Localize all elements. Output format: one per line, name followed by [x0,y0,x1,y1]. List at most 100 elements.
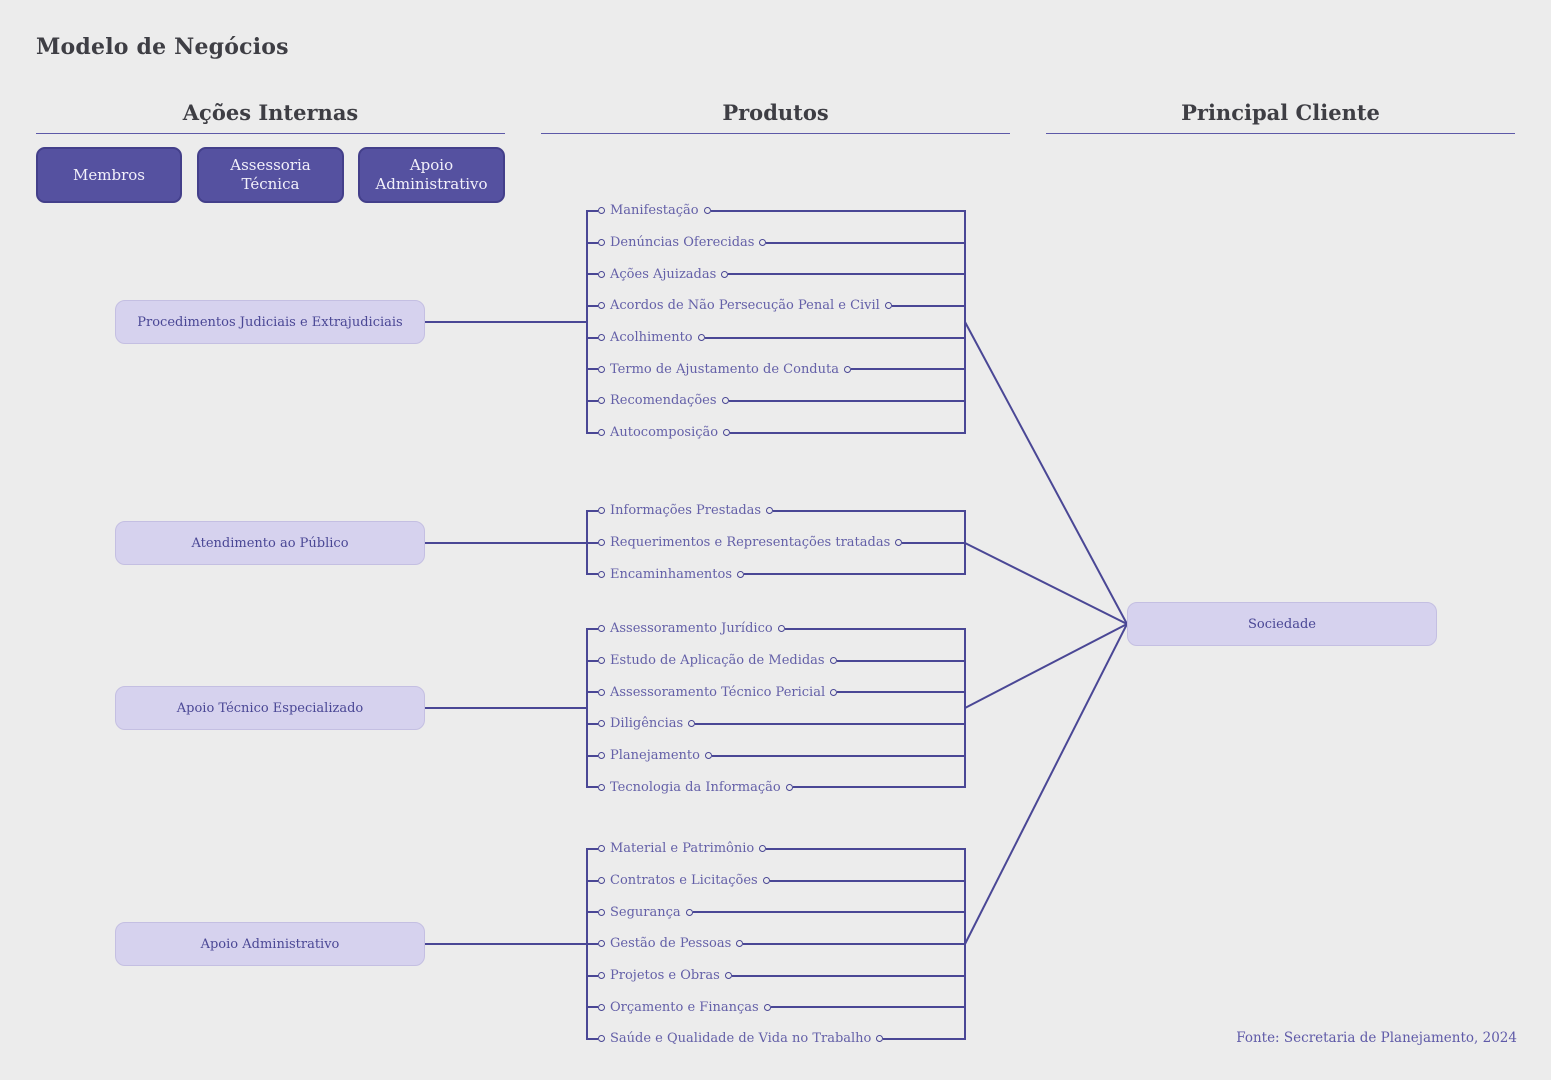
product-label: Acolhimento [610,330,693,346]
product-group-apoio-tecnico: Assessoramento Jurídico Estudo de Aplica… [586,613,966,803]
product-label: Denúncias Oferecidas [610,235,755,251]
connector-tick [586,754,598,757]
connector-tick [586,273,598,276]
connector-dot-right [884,302,892,310]
product-item: Requerimentos e Representações tratadas [586,527,966,559]
connector-line [773,509,966,512]
product-label: Projetos e Obras [610,968,720,984]
product-item: Gestão de Pessoas [586,928,966,960]
connector-dot-left [598,570,605,578]
column-header-main-client: Principal Cliente [1046,100,1515,134]
connector-dot-right [704,752,712,760]
product-item: Contratos e Licitações [586,865,966,897]
product-label: Acordos de Não Persecução Penal e Civil [610,298,880,314]
product-label: Informações Prestadas [610,503,762,519]
connector-tick [586,722,598,725]
connector-dot-left [598,877,605,885]
connector-dot-right [736,940,744,948]
product-label: Assessoramento Jurídico [610,621,773,637]
connector-dot-left [598,302,605,310]
product-label: Planejamento [610,748,700,764]
connector-line [837,691,966,694]
product-label: Gestão de Pessoas [610,936,732,952]
connector-dot-right [685,908,693,916]
connector-tick [586,911,598,914]
connector-dot-left [598,429,605,437]
product-label: Ações Ajuizadas [610,266,717,282]
client-node-sociedade: Sociedade [1127,602,1437,646]
connector-tick [586,209,598,212]
connector-line [710,209,966,212]
connector-line [711,754,966,757]
connector-dot-right [876,1035,884,1043]
connector-dot-right [785,783,793,791]
product-item: Encaminhamentos [586,558,966,590]
connector-dot-right [688,720,696,728]
connector-tick [586,627,598,630]
connector-dot-right [723,429,731,437]
connector-dot-right [777,625,785,633]
process-node-procedimentos: Procedimentos Judiciais e Extrajudiciais [115,300,425,344]
connector-dot-left [598,972,605,980]
connector-apoio-administrativo [425,943,587,945]
product-label: Assessoramento Técnico Pericial [610,684,826,700]
product-item: Autocomposição [586,417,966,449]
product-item: Recomendações [586,385,966,417]
connector-line [784,627,966,630]
product-item: Acordos de Não Persecução Penal e Civil [586,290,966,322]
product-group-apoio-administrativo: Material e Patrimônio Contratos e Licita… [586,833,966,1055]
process-node-apoio-administrativo: Apoio Administrativo [115,922,425,966]
product-label: Recomendações [610,393,717,409]
connector-dot-left [598,507,605,515]
connector-dot-right [762,877,770,885]
connector-line [704,336,966,339]
product-label: Saúde e Qualidade de Vida no Trabalho [610,1031,872,1047]
source-note: Fonte: Secretaria de Planejamento, 2024 [1236,1030,1517,1046]
product-label: Estudo de Aplicação de Medidas [610,653,825,669]
connector-dot-right [759,239,767,247]
connector-tick [586,573,598,576]
connector-dot-right [829,657,837,665]
connector-dot-left [598,270,605,278]
connector-tick [586,304,598,307]
connector-line [743,942,966,945]
diagonal-line-group1 [964,321,1128,625]
connector-dot-right [721,397,729,405]
connector-dot-left [598,397,605,405]
product-item: Orçamento e Finanças [586,991,966,1023]
connector-line [836,659,966,662]
connector-tick [586,509,598,512]
connector-line [902,541,966,544]
product-item: Manifestação [586,195,966,227]
product-item: Ações Ajuizadas [586,258,966,290]
connector-dot-left [598,365,605,373]
connector-dot-left [598,334,605,342]
connector-line [728,399,966,402]
product-label: Encaminhamentos [610,566,732,582]
connector-dot-right [830,688,838,696]
connector-dot-left [598,539,605,547]
product-item: Informações Prestadas [586,495,966,527]
product-label: Termo de Ajustamento de Conduta [610,361,839,377]
connector-dot-left [598,625,605,633]
connector-tick [586,879,598,882]
connector-line [891,304,966,307]
connector-tick [586,431,598,434]
product-label: Manifestação [610,203,699,219]
connector-tick [586,942,598,945]
product-label: Diligências [610,716,684,732]
product-label: Autocomposição [610,425,719,441]
product-group-procedimentos: Manifestação Denúncias Oferecidas Ações … [586,195,966,449]
product-group-atendimento: Informações Prestadas Requerimentos e Re… [586,495,966,590]
connector-dot-left [598,783,605,791]
product-label: Contratos e Licitações [610,873,758,889]
connector-line [770,1006,966,1009]
product-item: Diligências [586,708,966,740]
connector-dot-left [598,720,605,728]
connector-dot-left [598,845,605,853]
connector-line [792,786,966,789]
connector-line [769,879,966,882]
product-item: Saúde e Qualidade de Vida no Trabalho [586,1023,966,1055]
connector-dot-right [895,539,903,547]
connector-dot-right [763,1003,771,1011]
